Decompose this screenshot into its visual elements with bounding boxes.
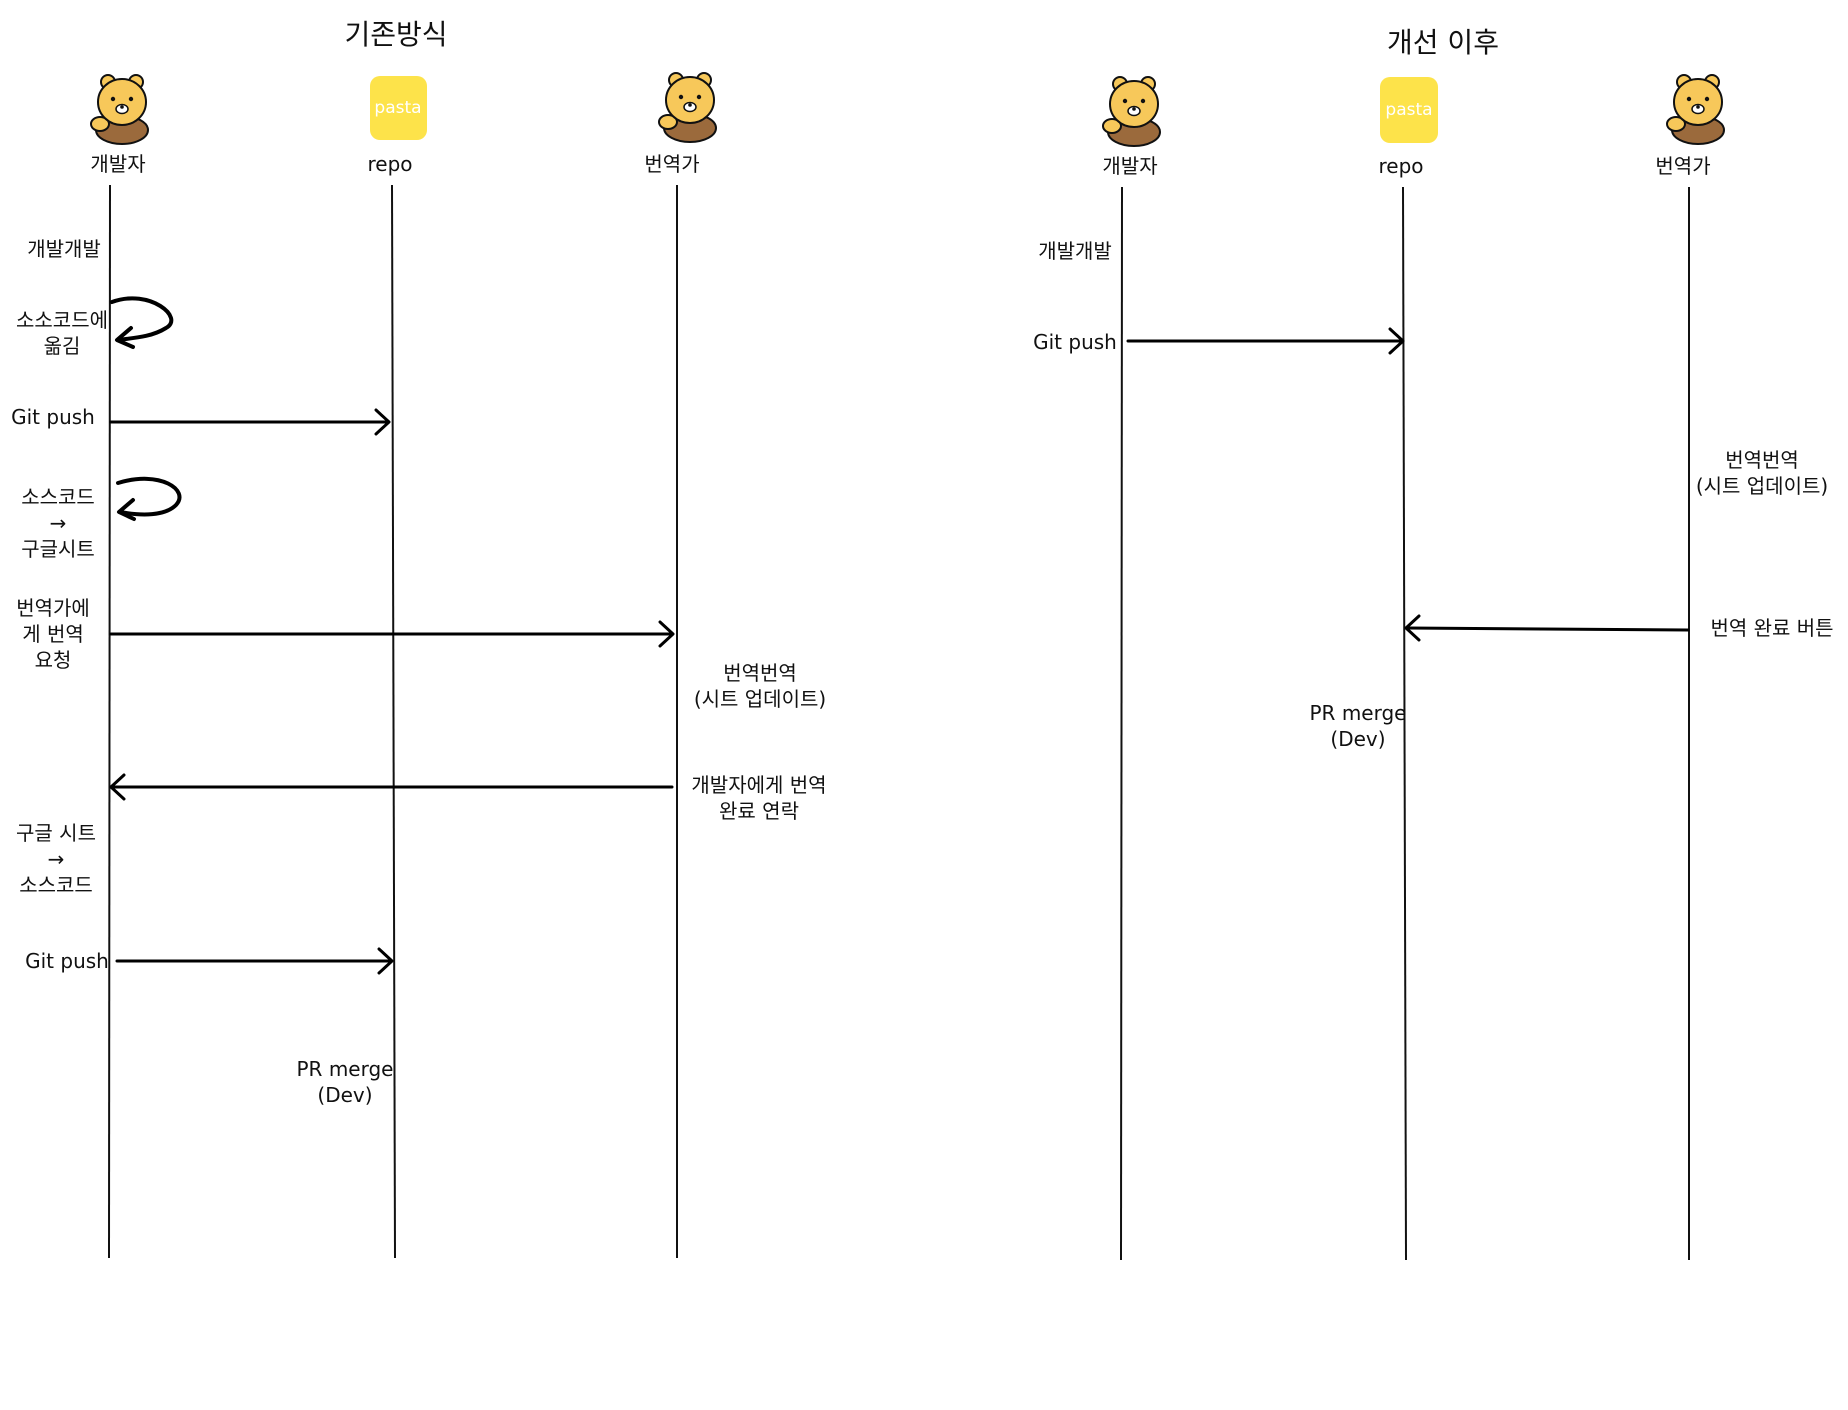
after-developer-lifeline bbox=[1120, 186, 1123, 1261]
before-note-sheet-to-code-line1: 구글 시트 bbox=[16, 821, 96, 845]
after-arrow-git-push-head bbox=[1388, 327, 1405, 355]
before-note-notify-line2: 완료 연락 bbox=[719, 799, 799, 823]
after-note-done-button: 번역 완료 버튼 bbox=[1710, 616, 1833, 640]
after-arrow-done-head bbox=[1404, 614, 1421, 642]
pasta-logo-text: pasta bbox=[1385, 100, 1432, 120]
before-panel: 기존방식 pasta 개발자 repo 번역가 개발개발 소소코드에 옮김 Gi… bbox=[11, 18, 827, 1259]
after-developer-lion-icon bbox=[1102, 76, 1161, 147]
before-actor-repo: repo bbox=[367, 152, 412, 176]
before-actor-developer: 개발자 bbox=[90, 152, 145, 176]
after-actor-repo: repo bbox=[1378, 154, 1423, 178]
before-self-loop-2 bbox=[116, 476, 182, 517]
after-repo-pasta-logo-icon: pasta bbox=[1380, 77, 1438, 143]
before-note-code-to-sheet-line3: 구글시트 bbox=[21, 537, 95, 561]
before-note-notify-line1: 개발자에게 번역 bbox=[691, 773, 826, 797]
before-note-pr-merge-line1: PR merge bbox=[297, 1057, 394, 1081]
before-arrow-notify-done-head bbox=[109, 773, 126, 801]
before-translator-lion-icon bbox=[658, 72, 717, 143]
before-arrow-git-push-1-head bbox=[374, 408, 391, 436]
after-note-git-push: Git push bbox=[1033, 330, 1117, 354]
after-arrow-done bbox=[1405, 626, 1690, 632]
pasta-logo-text: pasta bbox=[374, 98, 421, 118]
pasta-badge bbox=[370, 76, 427, 140]
before-developer-lifeline bbox=[108, 184, 111, 1259]
before-self-loop-1-head bbox=[115, 326, 135, 349]
after-actor-translator: 번역가 bbox=[1655, 154, 1710, 178]
after-translator-lion-icon bbox=[1666, 74, 1725, 145]
before-arrow-git-push-2-head bbox=[377, 947, 394, 975]
before-developer-lion-icon bbox=[90, 74, 149, 145]
before-note-move-code-line2: 옮김 bbox=[44, 334, 81, 358]
before-arrow-request-head bbox=[658, 620, 675, 648]
before-note-move-code-line1: 소소코드에 bbox=[16, 308, 108, 332]
before-title: 기존방식 bbox=[344, 18, 447, 51]
after-note-translate-line1: 번역번역 bbox=[1725, 448, 1799, 472]
after-actor-developer: 개발자 bbox=[1102, 154, 1157, 178]
before-repo-pasta-logo-icon: pasta bbox=[370, 76, 427, 140]
before-note-request-line3: 요청 bbox=[35, 648, 72, 672]
before-self-loop-2-head bbox=[117, 498, 136, 521]
after-title: 개선 이후 bbox=[1387, 26, 1499, 59]
before-note-sheet-to-code-line2: → bbox=[48, 847, 65, 871]
after-panel: 개선 이후 pasta 개발자 repo 번역가 개발개발 Git push 번… bbox=[1033, 26, 1834, 1261]
pasta-badge bbox=[1380, 77, 1438, 143]
after-note-pr-merge-line2: (Dev) bbox=[1330, 727, 1385, 751]
before-note-git-push-2: Git push bbox=[25, 949, 109, 973]
before-actor-translator: 번역가 bbox=[644, 152, 699, 176]
before-note-sheet-to-code-line3: 소스코드 bbox=[19, 873, 93, 897]
before-note-translate-line1: 번역번역 bbox=[723, 661, 797, 685]
after-note-translate-line2: (시트 업데이트) bbox=[1696, 474, 1828, 498]
before-note-request-line1: 번역가에 bbox=[16, 596, 90, 620]
before-self-loop-1 bbox=[110, 296, 174, 342]
before-note-code-to-sheet-line2: → bbox=[50, 511, 67, 535]
before-note-translate-line2: (시트 업데이트) bbox=[694, 687, 826, 711]
before-note-pr-merge-line2: (Dev) bbox=[317, 1083, 372, 1107]
after-note-pr-merge-line1: PR merge bbox=[1310, 701, 1407, 725]
before-note-develop: 개발개발 bbox=[27, 237, 101, 261]
after-note-develop: 개발개발 bbox=[1038, 239, 1112, 263]
after-repo-lifeline bbox=[1402, 186, 1407, 1261]
before-note-git-push-1: Git push bbox=[11, 405, 95, 429]
before-note-code-to-sheet-line1: 소스코드 bbox=[21, 485, 95, 509]
before-repo-lifeline bbox=[391, 184, 396, 1259]
before-note-request-line2: 게 번역 bbox=[22, 622, 84, 646]
